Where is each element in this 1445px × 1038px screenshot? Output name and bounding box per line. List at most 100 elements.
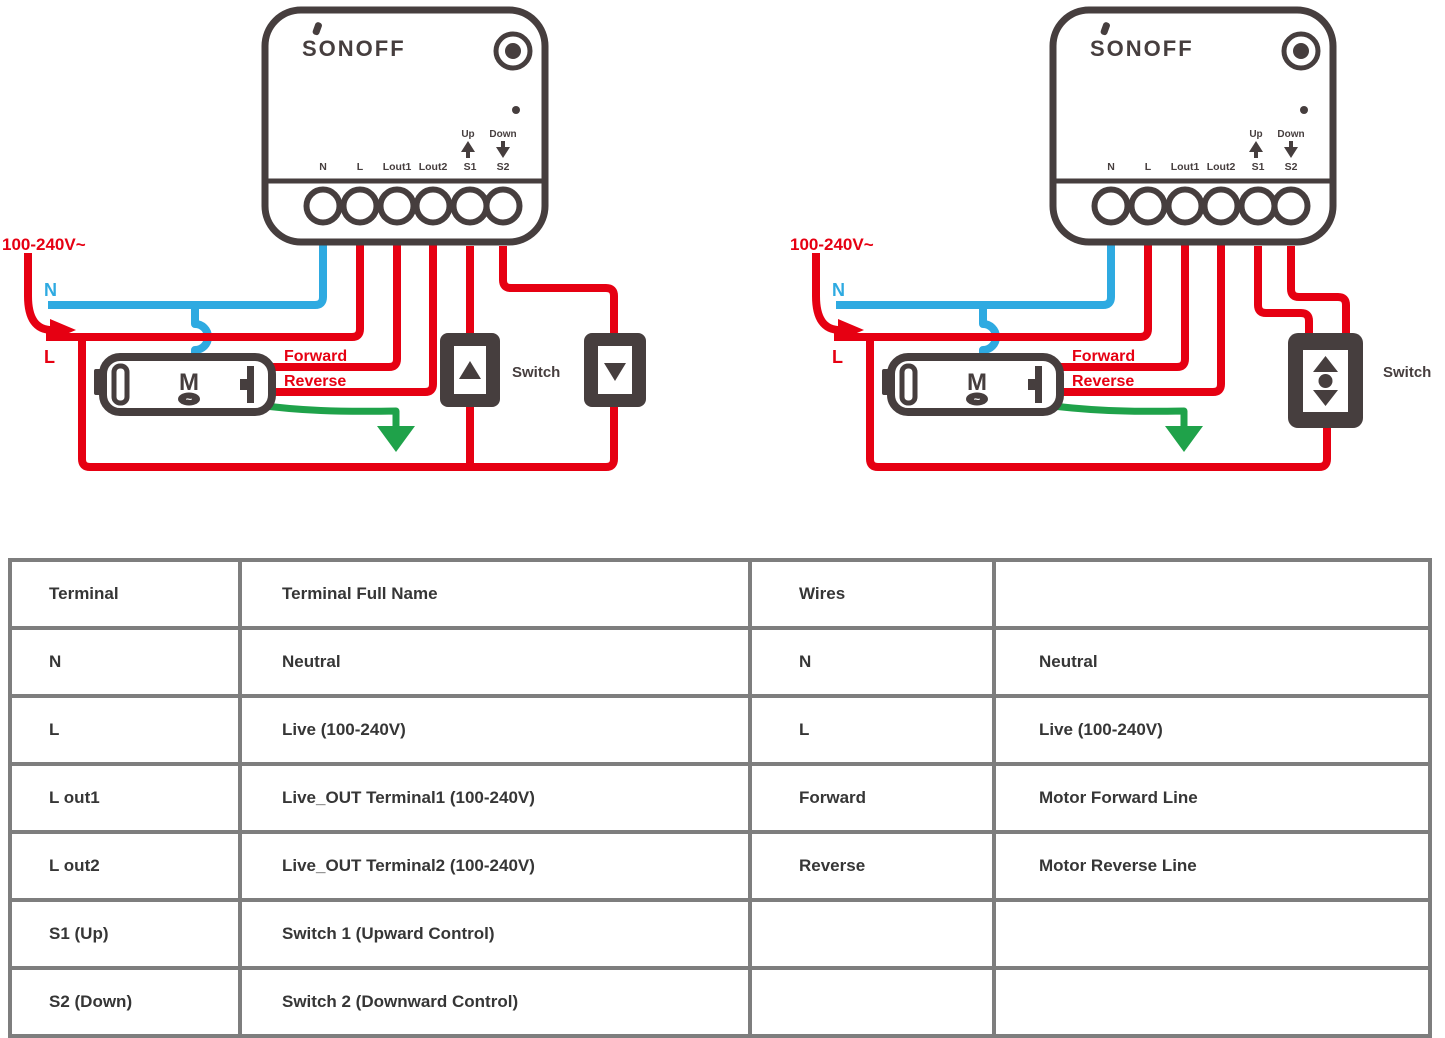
s1-wire — [1254, 246, 1313, 336]
terminal-circle — [450, 186, 490, 226]
terminal-circle — [340, 186, 380, 226]
pairing-button[interactable] — [493, 31, 533, 71]
terminal-label-l: L — [357, 161, 364, 173]
neutral-wire — [48, 243, 327, 309]
switch-label: Switch — [1383, 364, 1431, 381]
cell-wire: L — [748, 694, 996, 766]
header-blank — [992, 558, 1432, 630]
up-arrow-icon — [1313, 356, 1338, 372]
wiring-diagrams: 100-240V~ N L Forward Reverse M ~ — [2, 0, 1431, 471]
live-switch-bus-wire — [866, 337, 1331, 471]
motor: M ~ — [94, 353, 276, 416]
status-led — [512, 106, 520, 114]
neutral-wire-label: N — [44, 280, 57, 300]
cell-terminal: S2 (Down) — [8, 966, 242, 1038]
terminal-circle — [303, 186, 343, 226]
up-arrow-icon — [461, 141, 475, 152]
cell-terminal-full-name: Live_OUT Terminal1 (100-240V) — [238, 762, 752, 834]
header-terminal-full-name: Terminal Full Name — [238, 558, 752, 630]
motor-reverse-wire — [258, 243, 437, 396]
terminal-table: Terminal Terminal Full Name Wires N Neut… — [8, 558, 1432, 1038]
terminal-circle — [483, 186, 523, 226]
motor-end-cap — [111, 363, 130, 406]
down-arrow-icon — [496, 147, 510, 158]
pairing-button-dot — [505, 43, 521, 59]
terminal-circle — [413, 186, 453, 226]
cell-wire-desc: Motor Forward Line — [992, 762, 1432, 834]
cell-terminal-full-name: Neutral — [238, 626, 752, 698]
up-label: Up — [461, 129, 474, 140]
cell-wire — [748, 898, 996, 970]
stop-dot-icon — [1318, 374, 1333, 388]
cell-wire — [748, 966, 996, 1038]
down-arrow-stem — [501, 141, 505, 147]
terminal-label-n: N — [319, 161, 327, 173]
live-wire-label: L — [44, 347, 55, 367]
brand-tick-icon — [312, 22, 322, 36]
diagram-common: 100-240V~ N L Forward Reverse M ~ — [2, 6, 549, 452]
motor-terminal-bar — [247, 366, 254, 403]
cell-terminal-full-name: Switch 2 (Downward Control) — [238, 966, 752, 1038]
live-switch-bus-wire — [78, 337, 618, 471]
down-arrow-icon — [604, 363, 626, 381]
up-arrow-icon — [459, 361, 481, 379]
cell-wire-desc — [992, 966, 1432, 1038]
table-row: L out1 Live_OUT Terminal1 (100-240V) For… — [8, 762, 1432, 834]
cell-wire: Forward — [748, 762, 996, 834]
table-row: S2 (Down) Switch 2 (Downward Control) — [8, 966, 1432, 1038]
down-switch[interactable] — [584, 333, 646, 407]
s2-wire — [1287, 246, 1350, 336]
table-row: N Neutral N Neutral — [8, 626, 1432, 698]
cell-terminal: L out1 — [8, 762, 242, 834]
terminal-label-lout1: Lout1 — [383, 161, 412, 173]
forward-label: Forward — [284, 348, 347, 365]
cell-wire: N — [748, 626, 996, 698]
sonoff-device: SONOFF Up Down N L Lout1 Lout2 S1 S2 — [261, 6, 549, 246]
cell-terminal-full-name: Live_OUT Terminal2 (100-240V) — [238, 830, 752, 902]
cell-wire: Reverse — [748, 830, 996, 902]
motor-terminal-notch — [240, 379, 248, 390]
cell-terminal-full-name: Switch 1 (Upward Control) — [238, 898, 752, 970]
cell-wire-desc: Live (100-240V) — [992, 694, 1432, 766]
terminal-circle — [377, 186, 417, 226]
cell-terminal: L out2 — [8, 830, 242, 902]
terminal-label-s2: S2 — [497, 161, 510, 173]
brand-logo: SONOFF — [302, 36, 406, 61]
motor-ac-badge — [178, 392, 200, 406]
motor-ac-symbol: ~ — [186, 394, 193, 406]
ground-arrow-icon — [377, 426, 415, 452]
cell-terminal: N — [8, 626, 242, 698]
terminal-label-s1: S1 — [464, 161, 477, 173]
live-wire — [46, 243, 364, 341]
header-wires: Wires — [748, 558, 996, 630]
table-header-row: Terminal Terminal Full Name Wires — [8, 558, 1432, 630]
mains-live-feed-wire — [24, 253, 53, 334]
s2-wire — [499, 246, 618, 336]
header-terminal: Terminal — [8, 558, 242, 630]
cell-wire-desc: Motor Reverse Line — [992, 830, 1432, 902]
cell-terminal: L — [8, 694, 242, 766]
diagram-right-switch-wiring: Switch — [866, 246, 1431, 471]
table-row: S1 (Up) Switch 1 (Upward Control) — [8, 898, 1432, 970]
up-arrow-stem — [466, 152, 470, 158]
device-body — [261, 6, 549, 246]
cell-wire-desc — [992, 898, 1432, 970]
switch-label: Switch — [512, 364, 560, 381]
voltage-label: 100-240V~ — [2, 235, 86, 254]
cell-terminal-full-name: Live (100-240V) — [238, 694, 752, 766]
up-switch[interactable] — [440, 333, 500, 407]
curtain-switch[interactable] — [1288, 333, 1363, 428]
diagram-left-switch-wiring: Switch — [78, 246, 646, 471]
terminal-label-lout2: Lout2 — [419, 161, 448, 173]
cell-terminal: S1 (Up) — [8, 898, 242, 970]
table-row: L out2 Live_OUT Terminal2 (100-240V) Rev… — [8, 830, 1432, 902]
motor-forward-wire — [258, 243, 401, 371]
table-row: L Live (100-240V) L Live (100-240V) — [8, 694, 1432, 766]
cell-wire-desc: Neutral — [992, 626, 1432, 698]
down-label: Down — [489, 129, 516, 140]
motor-m-label: M — [179, 369, 199, 396]
ground-wire — [249, 400, 400, 428]
motor-body — [99, 353, 276, 416]
down-arrow-icon — [1313, 390, 1338, 406]
